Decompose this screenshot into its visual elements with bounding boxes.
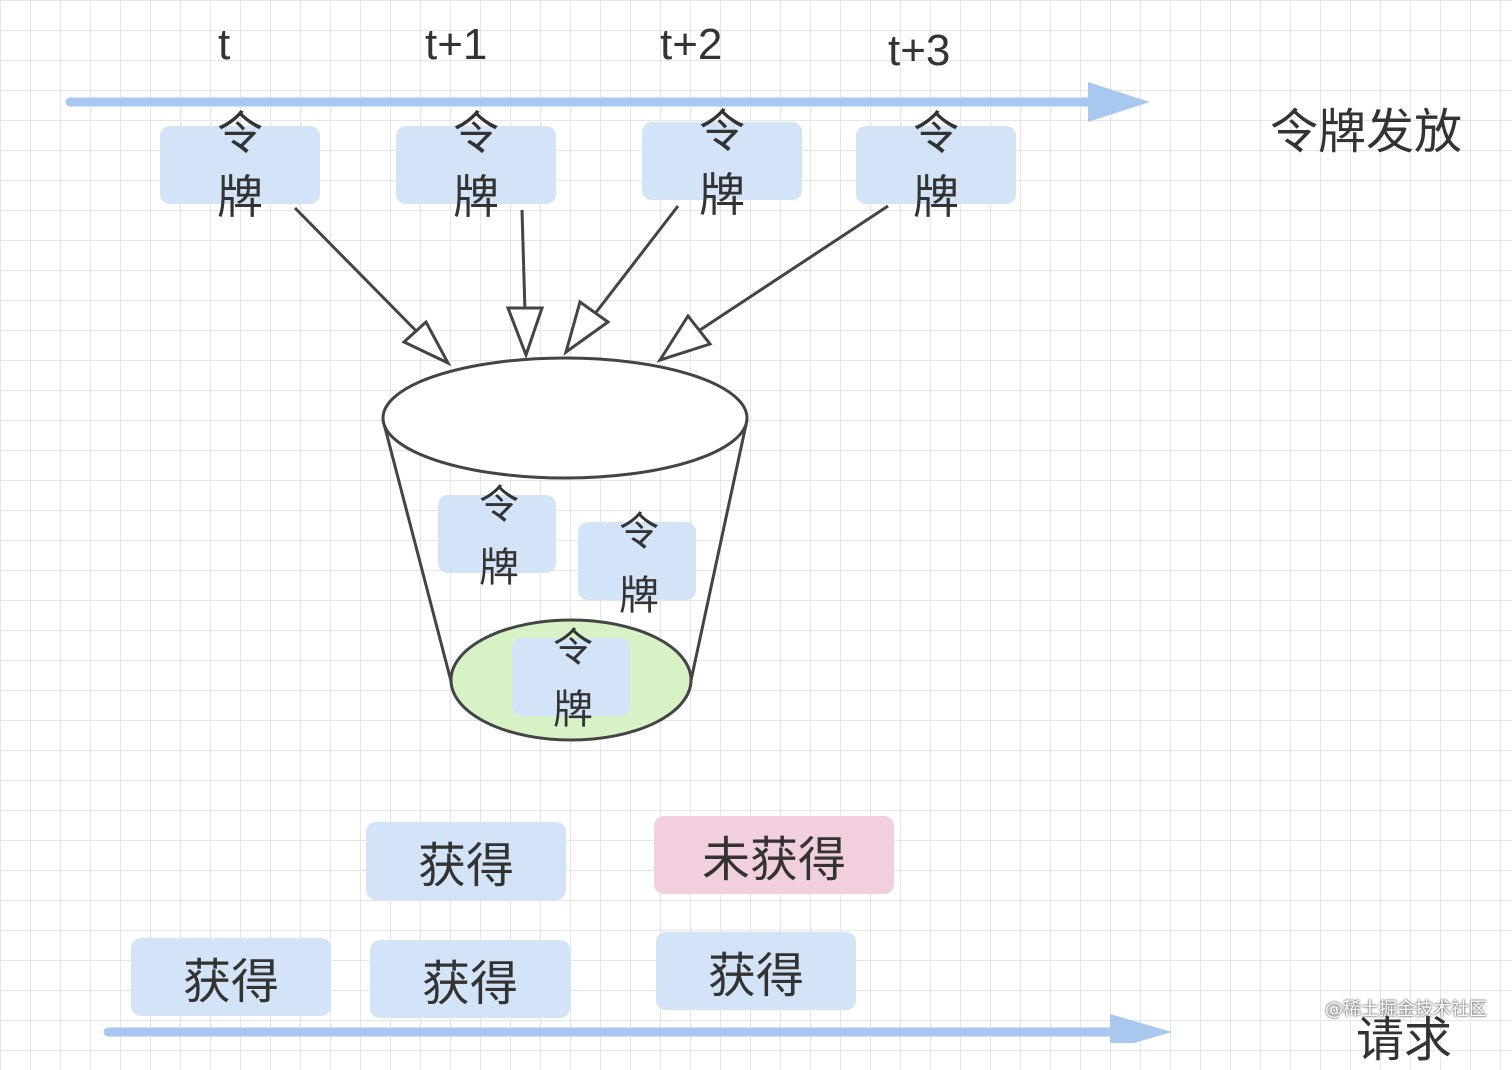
issued-token-1-line2: 牌 [217, 170, 263, 224]
issued-token-1 [160, 126, 320, 204]
time-label-t3: t+3 [888, 26, 951, 75]
time-label-t2: t+2 [660, 20, 723, 69]
bucket-token-2 [578, 522, 696, 600]
bucket-token-3 [512, 638, 630, 716]
issued-token-4-line2: 牌 [913, 170, 959, 224]
issued-token-3-line2: 牌 [699, 168, 745, 222]
watermark: @稀土掘金技术社区 [1325, 999, 1487, 1020]
bucket-token-1 [438, 495, 556, 573]
issued-token-3-line1: 令 [699, 104, 745, 158]
request-got-bottom-2: 获得 [370, 940, 570, 1018]
request-got-bottom-3: 获得 [656, 932, 856, 1010]
bucket-rim [381, 356, 749, 480]
issued-token-4-line1: 令 [913, 106, 959, 160]
request-miss-top: 未获得 [654, 816, 894, 894]
issued-token-3 [642, 122, 802, 200]
bucket-token-3-line1: 令 [553, 625, 593, 671]
issue-axis-label: 令牌发放 [1270, 104, 1463, 160]
request-timeline-arrowhead [1110, 1014, 1172, 1043]
issue-timeline-arrowhead [1088, 82, 1150, 122]
time-label-t1: t+1 [425, 20, 488, 69]
issued-token-4 [856, 126, 1016, 204]
bucket-token-1-line1: 令 [479, 482, 519, 528]
bucket-token-3-line2: 牌 [553, 687, 593, 733]
bucket-token-2-line1: 令 [619, 509, 659, 555]
issued-token-1-line1: 令 [217, 106, 263, 160]
bucket-token-1-line2: 牌 [479, 545, 519, 591]
request-got-bottom-1: 获得 [131, 938, 331, 1016]
bucket-token-2-line2: 牌 [619, 573, 659, 619]
token-flow-arrows [293, 204, 889, 367]
issued-token-2 [396, 126, 556, 204]
issued-token-2-line1: 令 [453, 106, 499, 160]
request-got-top: 获得 [366, 822, 566, 900]
time-label-t: t [218, 20, 231, 69]
issued-token-2-line2: 牌 [453, 170, 499, 224]
